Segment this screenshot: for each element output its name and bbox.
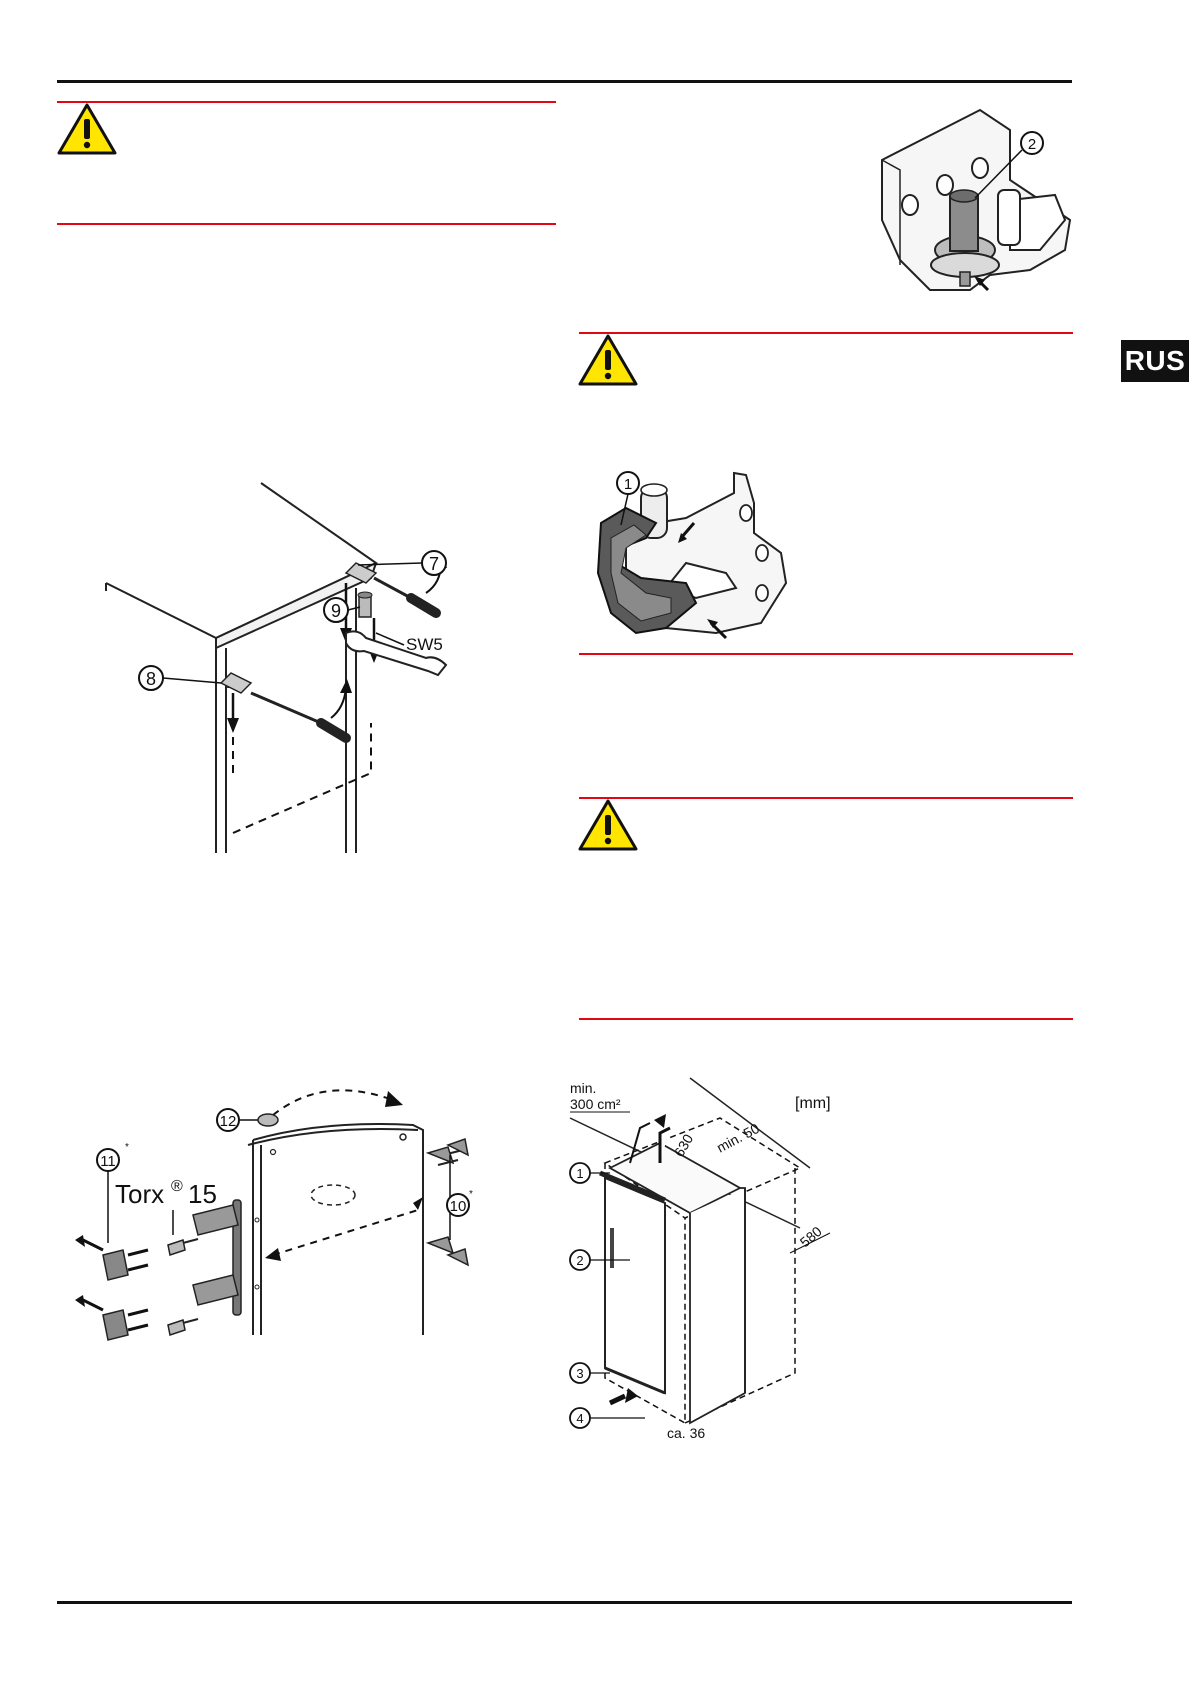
hinge-cover-figure: 1 [596, 471, 788, 640]
callout-12: 12 [220, 1113, 237, 1130]
top-hinge-removal-figure: 8 9 7 SW5 [105, 482, 448, 853]
warning-rule-bottom-left [57, 223, 556, 225]
bottom-rule [57, 1601, 1072, 1604]
warning-rule-top-left [57, 101, 556, 103]
callout-4: 4 [576, 1411, 583, 1426]
warning-rule-top-right-2 [579, 797, 1073, 799]
warning-rule-top-right-1 [579, 332, 1073, 334]
warning-rule-bottom-right-2 [579, 1018, 1073, 1020]
callout-11: 11 [100, 1153, 116, 1170]
callout-2: 2 [576, 1253, 583, 1268]
torx-label: Torx [115, 1179, 164, 1209]
torx-registered-mark: ® [171, 1178, 183, 1195]
installation-figure: min. 300 cm² [mm] 630 min. 50 580 ca. 36… [569, 1077, 831, 1441]
vent-area-label: 300 cm² [570, 1096, 621, 1112]
gap-min-label: min. 50 [714, 1120, 762, 1156]
gap-bottom-label: ca. 36 [667, 1425, 705, 1441]
hinge-pin-figure: 2 [881, 108, 1072, 292]
callout-1: 1 [624, 476, 632, 493]
asterisk-10: * [469, 1189, 473, 1200]
callout-3: 3 [576, 1366, 583, 1381]
top-rule [57, 80, 1072, 83]
callout-9: 9 [331, 601, 341, 621]
asterisk-11: * [125, 1142, 129, 1153]
language-badge: RUS [1121, 340, 1189, 382]
depth-label: 580 [797, 1223, 825, 1250]
callout-10: 10 [450, 1198, 467, 1215]
warning-rule-bottom-right-1 [579, 653, 1073, 655]
torx-size: 15 [188, 1179, 217, 1209]
warning-triangle-icon [578, 334, 638, 386]
unit-label: [mm] [795, 1095, 831, 1112]
warning-triangle-icon [578, 799, 638, 851]
vent-min-label: min. [570, 1080, 596, 1096]
callout-7: 7 [429, 554, 439, 574]
door-handle-figure: 11 * 12 10 * Torx ® 15 [75, 1089, 473, 1341]
callout-1: 1 [576, 1166, 583, 1181]
callout-8: 8 [146, 669, 156, 689]
wrench-size-label: SW5 [406, 635, 443, 654]
warning-triangle-icon [57, 103, 117, 155]
callout-2: 2 [1028, 136, 1036, 153]
